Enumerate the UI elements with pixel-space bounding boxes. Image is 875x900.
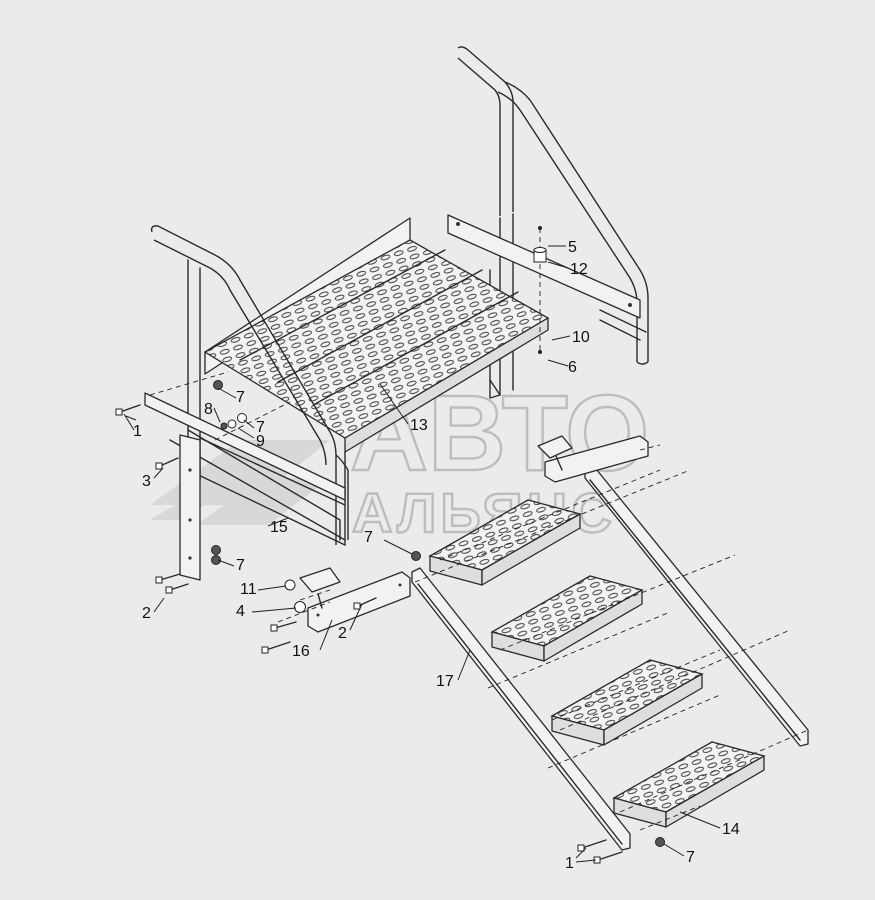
bolt-1c	[593, 851, 623, 864]
callout-7d: 7	[364, 529, 373, 546]
bolt-1b	[577, 839, 607, 852]
bolt-2c	[353, 597, 377, 610]
nut-7d	[211, 555, 221, 565]
front-handrail	[150, 225, 349, 545]
callout-3: 3	[142, 473, 151, 490]
callout-10: 10	[572, 329, 590, 346]
callout-5: 5	[568, 239, 577, 256]
fasteners	[115, 226, 665, 864]
callout-7e: 7	[686, 849, 695, 866]
bolt-4	[270, 621, 297, 632]
callout-1a: 1	[133, 423, 142, 440]
part-10-brace-bar	[447, 214, 641, 319]
callout-leaders	[123, 245, 721, 863]
stair-mount-bracket-upper	[537, 435, 649, 483]
washer-9	[227, 419, 237, 429]
pin-5	[538, 226, 542, 230]
nut-7e	[411, 551, 421, 561]
callout-15: 15	[270, 519, 288, 536]
callout-9: 9	[256, 433, 265, 450]
callout-7c: 7	[236, 557, 245, 574]
washer-4	[294, 601, 306, 613]
callout-1b: 1	[565, 855, 574, 872]
callout-2b: 2	[338, 625, 347, 642]
part-14-stair-tread-4	[612, 741, 766, 828]
callout-2a: 2	[142, 605, 151, 622]
bolt-2b	[165, 583, 189, 594]
bolt-3	[155, 457, 179, 470]
callout-8: 8	[204, 401, 213, 418]
callout-13: 13	[410, 417, 428, 434]
stair-tread-3	[550, 659, 704, 746]
pin-6	[538, 350, 542, 354]
bolt-16	[261, 641, 291, 654]
nut-7c	[211, 545, 221, 555]
part-15-leg-bracket	[144, 392, 346, 581]
nut-11	[284, 579, 296, 591]
rear-handrail	[457, 46, 649, 399]
nut-8	[220, 422, 228, 430]
callout-4: 4	[236, 603, 245, 620]
bolt-2a	[155, 573, 181, 584]
stair-tread-1	[428, 499, 582, 586]
part-17-stair-stringer-left	[411, 567, 631, 851]
callout-7b: 7	[256, 419, 265, 436]
watermark-emblem	[150, 440, 330, 525]
callout-14: 14	[722, 821, 740, 838]
callout-17: 17	[436, 673, 454, 690]
bolt-1a	[115, 404, 141, 416]
callout-16: 16	[292, 643, 310, 660]
callout-12: 12	[570, 261, 588, 278]
part-16-mount-bracket	[299, 567, 411, 633]
callout-labels: 1 3 2 7 8 7 9 15 7 11 4 16 2 7 13 5 12 1…	[133, 239, 740, 872]
stair-tread-2	[490, 575, 644, 662]
callout-7a: 7	[236, 389, 245, 406]
callout-6: 6	[568, 359, 577, 376]
callout-11: 11	[240, 581, 257, 598]
nut-7a	[213, 380, 223, 390]
nut-7f	[655, 837, 665, 847]
